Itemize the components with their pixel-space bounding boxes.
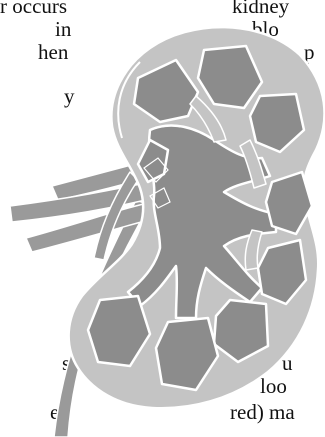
kidney-cross-section [0,0,325,437]
